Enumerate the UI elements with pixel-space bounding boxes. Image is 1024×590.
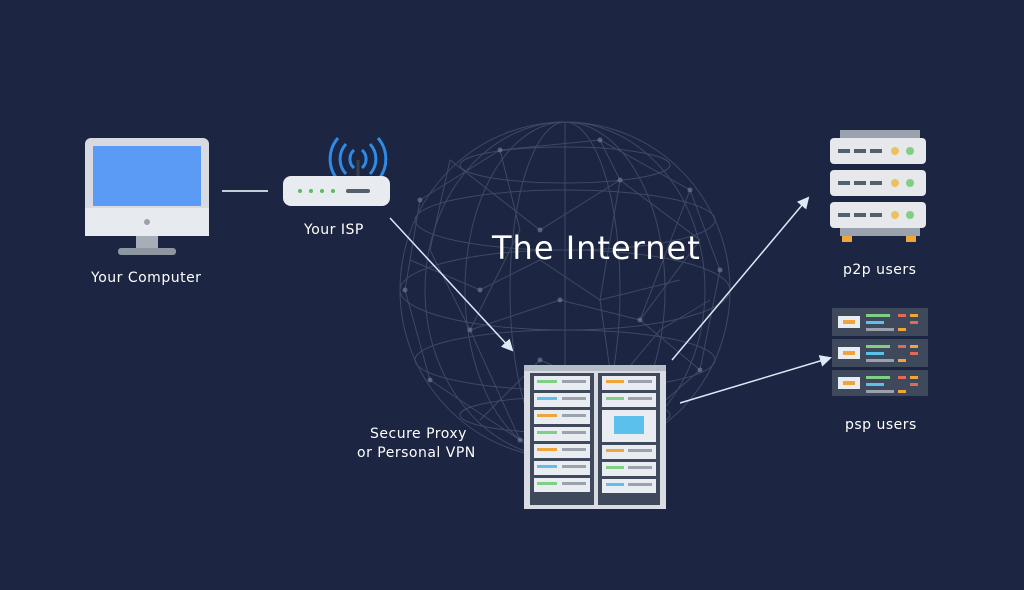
router-icon (283, 137, 390, 206)
computer-icon (85, 138, 209, 255)
proxy-label-line1: Secure Proxy (370, 426, 467, 442)
proxy-server-rack-icon (524, 365, 666, 509)
diagram-title: The Internet (492, 229, 701, 267)
psp-server-stack-icon (832, 308, 928, 396)
p2p-label: p2p users (843, 262, 917, 278)
isp-label: Your ISP (304, 222, 364, 238)
arrow-proxy-to-psp (679, 355, 832, 404)
psp-label: psp users (845, 417, 917, 433)
arrow-proxy-to-p2p (671, 196, 810, 361)
proxy-label-line2: or Personal VPN (357, 445, 476, 461)
computer-label: Your Computer (91, 270, 202, 286)
arrow-isp-to-proxy (389, 217, 514, 352)
p2p-server-stack-icon (830, 130, 926, 242)
